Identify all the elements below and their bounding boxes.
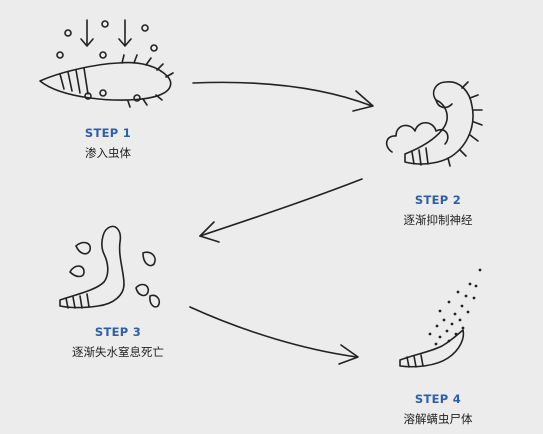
down-arrow-icon [80,19,94,47]
dissolving-mite-icon [399,329,465,368]
step-3-label: STEP 3 [94,325,142,339]
step-1-description: 渗入虫体 [85,146,131,160]
step-2-label: STEP 2 [414,193,462,207]
mite-icon [39,54,174,108]
step1-illustration [39,19,174,108]
curled-mite-icon [404,81,483,167]
dissolving-particles [428,268,482,346]
water-drop-icons [69,241,161,308]
step4-illustration [399,329,465,368]
flow-arrow-1-icon [192,81,374,112]
down-arrow-icon [118,19,132,47]
step-4-label: STEP 4 [414,392,462,406]
step3-illustration [59,225,161,309]
step-2-description: 逐渐抑制神经 [403,213,473,227]
shriveled-mite-icon [59,225,125,309]
flow-arrow-2-icon [199,178,363,243]
flow-arrow-3-icon [189,306,359,365]
step2-illustration [385,81,483,167]
step-3-description: 逐渐失水窒息死亡 [72,345,164,359]
step-1-label: STEP 1 [84,126,132,140]
puff-cloud-icon [385,121,449,153]
step-4-description: 溶解螨虫尸体 [403,412,473,426]
